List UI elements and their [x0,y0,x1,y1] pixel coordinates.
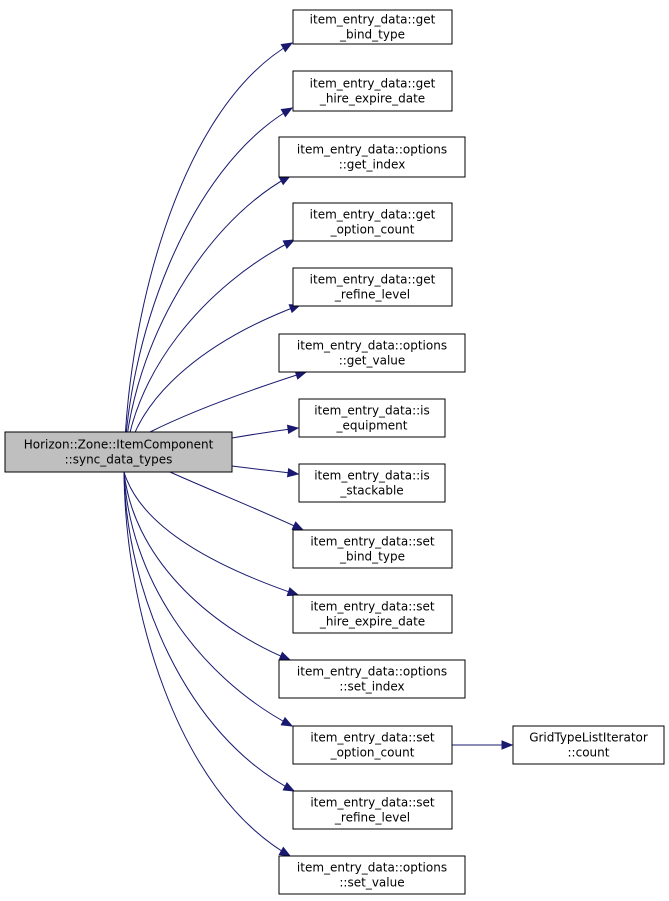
edge-line [149,371,307,433]
arrowhead [286,467,300,478]
node-set_option_count[interactable]: item_entry_data::set_option_count [292,725,453,765]
edge-line [123,42,293,473]
node-label-line: item_entry_data::is [314,404,430,418]
node-label-line: _hire_expire_date [319,615,425,629]
node-label-line: Horizon::Zone::ItemComponent [24,438,214,452]
arrowhead [286,424,300,435]
nodes-layer: Horizon::Zone::ItemComponent::sync_data_… [4,9,665,895]
node-label-line: ::count [568,746,610,760]
node-box[interactable] [512,725,665,765]
arrowhead [280,716,294,727]
node-box[interactable] [4,431,233,473]
node-label-line: GridTypeListIterator [529,731,648,745]
node-label-line: ::sync_data_types [65,453,173,467]
node-label-line: item_entry_data::options [297,143,447,157]
node-get_hire_expire_date[interactable]: item_entry_data::get_hire_expire_date [292,70,453,112]
arrowhead [291,521,305,531]
arrowhead [282,239,296,249]
node-set_bind_type[interactable]: item_entry_data::set_bind_type [292,529,453,569]
node-label-line: item_entry_data::set [310,731,435,745]
node-set_hire_expire_date[interactable]: item_entry_data::set_hire_expire_date [292,594,453,634]
edge-line [123,471,291,661]
node-label-line: ::get_index [339,158,406,172]
node-label-line: ::set_value [339,876,404,890]
node-box[interactable] [298,463,446,503]
edge-line [123,471,291,857]
edge-line [123,471,299,596]
node-label-line: _bind_type [339,28,405,42]
edge-line [169,471,304,531]
node-box[interactable] [278,659,466,699]
arrowhead [501,740,514,750]
edge-root-to-get_bind_type [123,42,294,473]
edge-root-to-options_set_index [123,471,292,661]
node-box[interactable] [292,9,453,45]
node-label-line: item_entry_data::get [310,208,436,222]
node-grid_count[interactable]: GridTypeListIterator::count [512,725,665,765]
node-box[interactable] [292,725,453,765]
edge-root-to-set_refine_level [123,471,296,792]
node-label-line: _hire_expire_date [319,92,425,106]
node-label-line: _stackable [339,484,403,498]
node-options_set_index[interactable]: item_entry_data::options::set_index [278,659,466,699]
node-box[interactable] [298,398,446,438]
node-box[interactable] [292,70,453,112]
node-label-line: item_entry_data::get [310,77,436,91]
edge-line [123,107,293,473]
node-options_get_index[interactable]: item_entry_data::options::get_index [278,136,466,178]
edge-root-to-set_bind_type [169,471,305,531]
node-label-line: _refine_level [334,811,410,825]
node-get_option_count[interactable]: item_entry_data::get_option_count [292,202,453,242]
node-set_refine_level[interactable]: item_entry_data::set_refine_level [292,790,453,830]
node-label-line: item_entry_data::is [314,469,430,483]
edge-root-to-is_equipment [231,424,300,439]
arrowhead [286,587,300,597]
edge-root-to-options_get_index [123,175,292,473]
node-box[interactable] [278,333,466,373]
edge-root-to-is_stackable [231,465,300,478]
arrowhead [280,107,294,118]
node-is_stackable[interactable]: item_entry_data::is_stackable [298,463,446,503]
node-is_equipment[interactable]: item_entry_data::is_equipment [298,398,446,438]
arrowhead [278,846,292,857]
edge-root-to-get_hire_expire_date [123,107,294,473]
edge-line [123,175,291,473]
edge-set_option_count-to-grid_count [452,740,514,750]
node-box[interactable] [292,790,453,830]
arrowhead [282,781,296,792]
node-get_bind_type[interactable]: item_entry_data::get_bind_type [292,9,453,45]
edge-line [123,471,295,792]
node-label-line: item_entry_data::set [310,600,435,614]
root-node-root[interactable]: Horizon::Zone::ItemComponent::sync_data_… [4,431,233,473]
node-label-line: item_entry_data::get [310,13,436,27]
node-label-line: _equipment [336,419,408,433]
node-box[interactable] [278,855,466,895]
node-box[interactable] [292,529,453,569]
node-label-line: _refine_level [334,288,410,302]
node-label-line: item_entry_data::options [297,861,447,875]
node-label-line: _option_count [330,746,415,760]
node-label-line: item_entry_data::options [297,339,447,353]
node-get_refine_level[interactable]: item_entry_data::get_refine_level [292,267,453,307]
node-label-line: _option_count [330,223,415,237]
node-box[interactable] [278,136,466,178]
node-label-line: item_entry_data::get [310,273,436,287]
node-options_set_value[interactable]: item_entry_data::options::set_value [278,855,466,895]
edge-line [123,471,293,727]
edge-root-to-options_set_value [123,471,292,857]
node-label-line: _bind_type [339,550,405,564]
node-label-line: ::get_value [339,354,406,368]
node-box[interactable] [292,267,453,307]
arrowhead [280,42,294,53]
node-label-line: item_entry_data::set [310,796,435,810]
node-label-line: item_entry_data::options [297,665,447,679]
arrowhead [278,651,292,661]
node-label-line: ::set_index [339,680,404,694]
node-options_get_value[interactable]: item_entry_data::options::get_value [278,333,466,373]
node-box[interactable] [292,202,453,242]
node-box[interactable] [292,594,453,634]
node-label-line: item_entry_data::set [310,535,435,549]
edge-root-to-set_option_count [123,471,294,727]
